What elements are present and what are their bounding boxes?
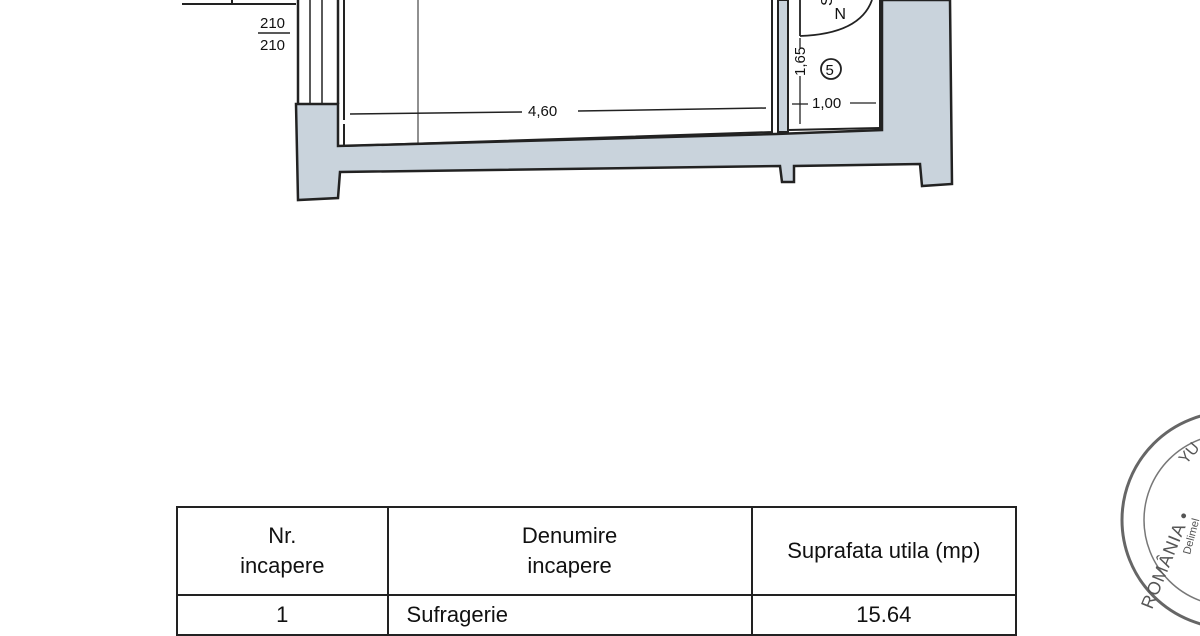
seal-text-main: ROMÂNIA •: [1137, 508, 1194, 611]
header-area: Suprafata utila (mp): [750, 506, 1018, 596]
door-label-bottom: N: [834, 4, 846, 21]
room-number: 5: [826, 62, 834, 79]
table-row: 1 Sufragerie 15.64: [176, 594, 1018, 636]
cell-room-name: Sufragerie: [386, 594, 753, 636]
header-room-number: Nr. incapere: [176, 506, 389, 596]
plan-wall-bottom: [294, 0, 954, 202]
plan-closet-line: [787, 127, 881, 131]
room-number-circle: [820, 58, 842, 80]
header-nr-line2: incapere: [240, 553, 325, 578]
header-name-line1: Denumire: [521, 523, 618, 548]
floor-plan: 210 210 4,60 1,65 1,00 5 S N: [182, 0, 954, 202]
cell-room-area: 15.64: [750, 594, 1018, 636]
plan-room-outline: [343, 0, 773, 147]
door-size-bottom: 210: [260, 37, 285, 54]
header-nr-line1: Nr.: [268, 523, 297, 548]
dimension-label-living: 4,60: [528, 103, 557, 120]
dimension-label-closet-height: 1,65: [792, 47, 809, 76]
seal-outer-ring: [1120, 414, 1200, 626]
plan-closet-wall: [777, 0, 789, 133]
dimension-line-living: [349, 111, 523, 115]
dimension-label-closet-width: 1,00: [812, 95, 841, 112]
cell-room-number: 1: [176, 594, 389, 636]
door-label-top: S: [819, 0, 836, 6]
seal-text-side: YU: [1176, 440, 1200, 468]
dimension-line-living: [577, 107, 767, 112]
seal-inner-ring: [1143, 438, 1200, 602]
official-seal: ROMÂNIA • YU Delimel: [1120, 414, 1200, 626]
header-name-line2: incapere: [527, 553, 612, 578]
room-table: Nr. incapere Denumire incapere Suprafata…: [176, 506, 1018, 636]
plan-door-arc: [799, 0, 873, 37]
table-header-row: Nr. incapere Denumire incapere Suprafata…: [176, 506, 1018, 596]
header-room-name: Denumire incapere: [386, 506, 753, 596]
door-size-top: 210: [260, 15, 285, 32]
